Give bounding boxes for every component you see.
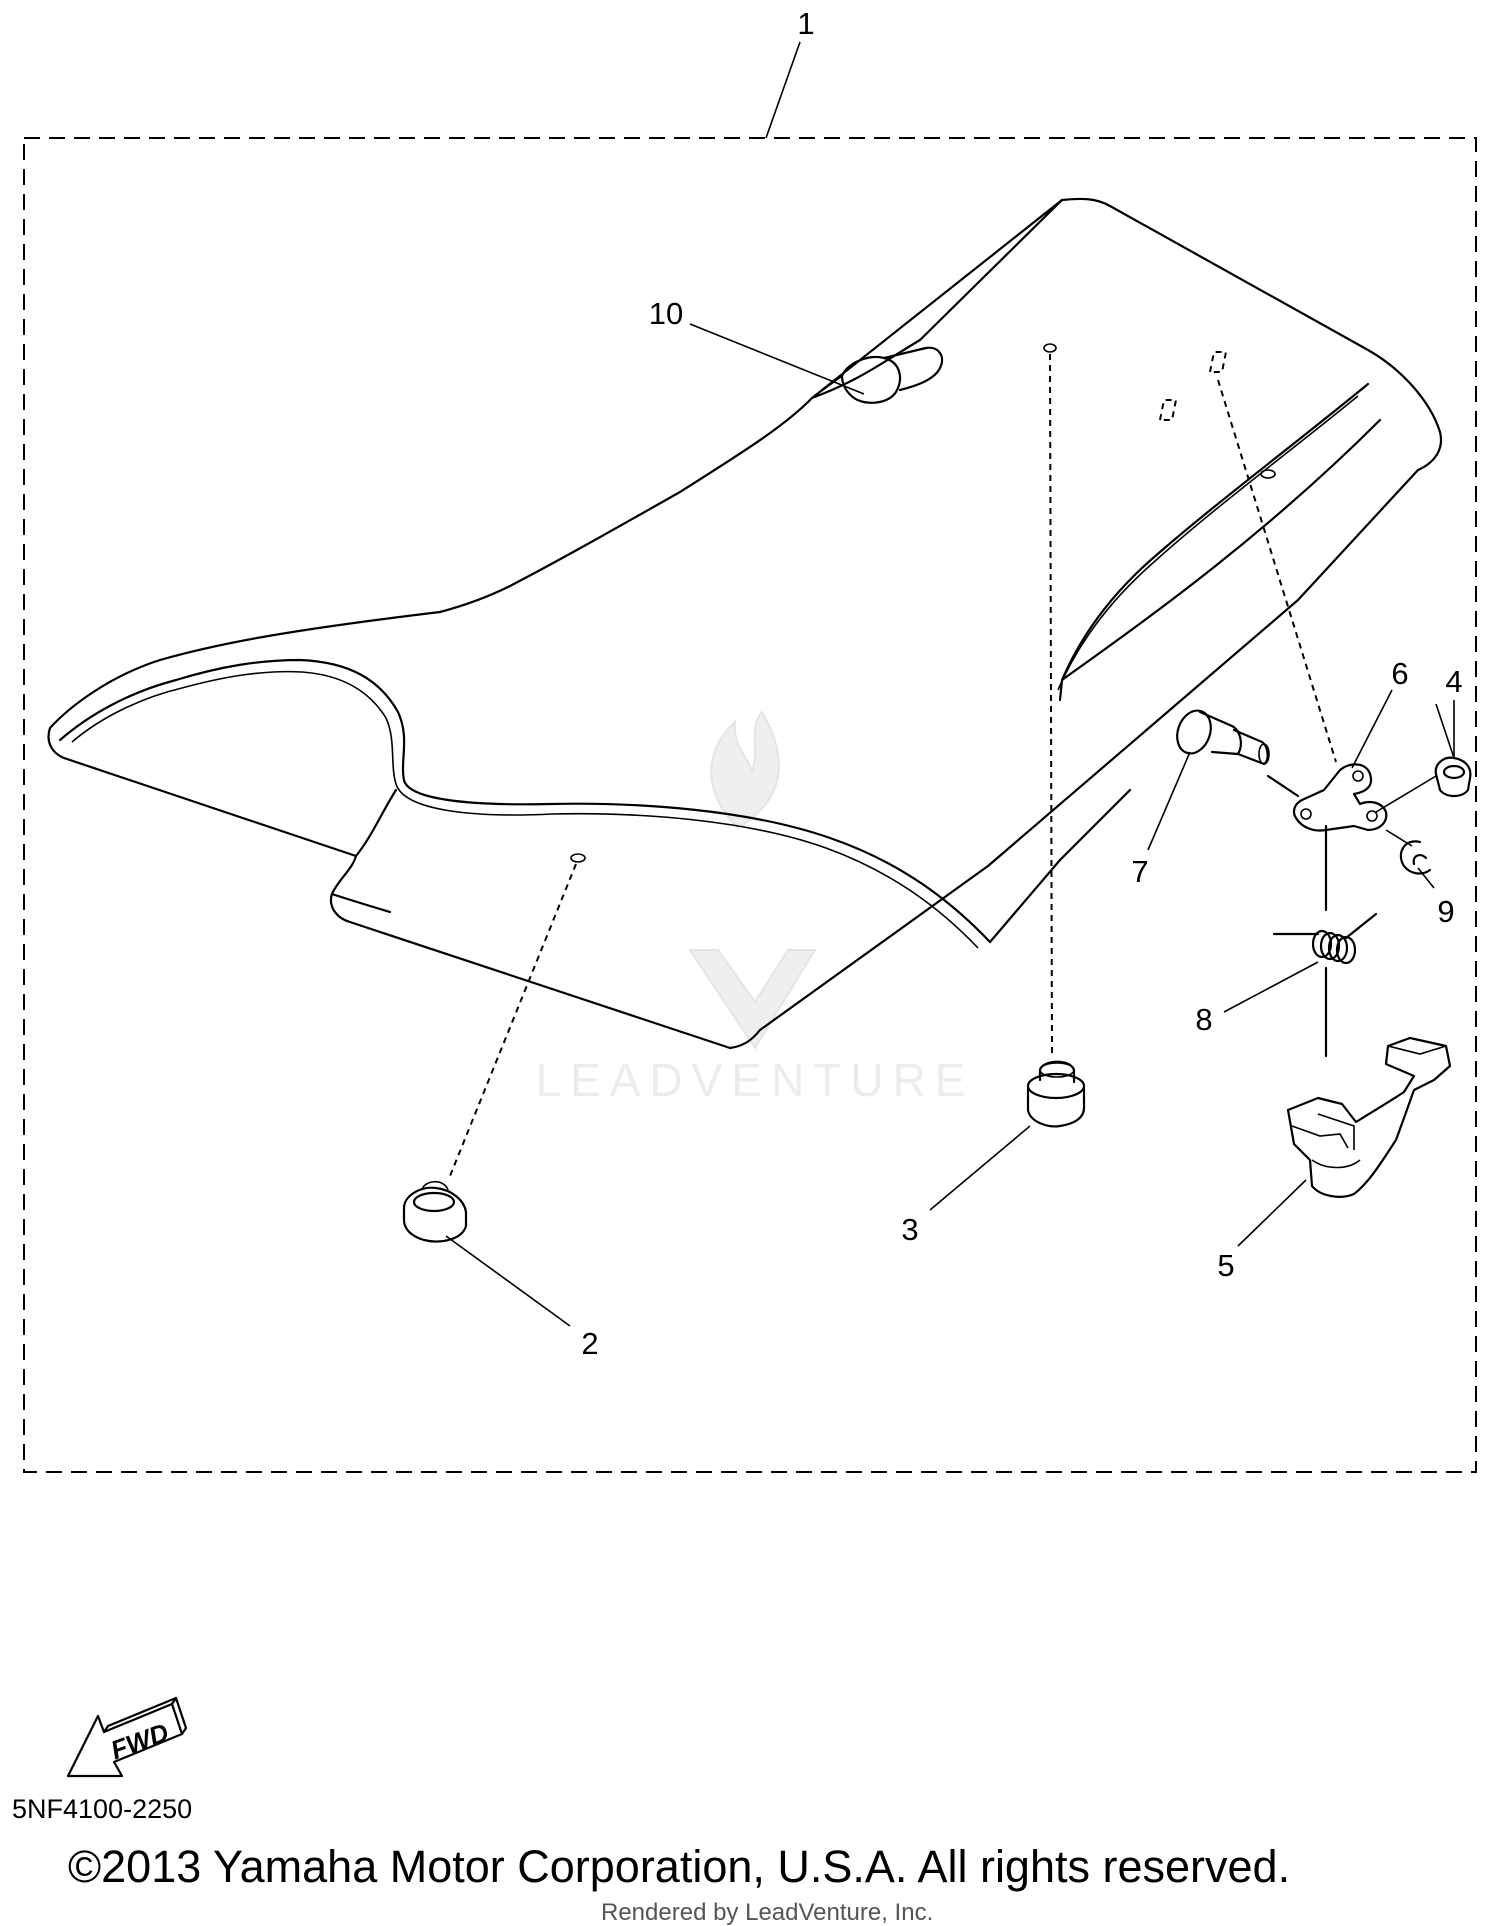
part-9-circlip: [1385, 829, 1432, 875]
fwd-label: FWD: [107, 1717, 173, 1766]
callout-8: 8: [1195, 1002, 1212, 1037]
part-3-damper: [1026, 1060, 1086, 1128]
part-8-spring: [1272, 912, 1378, 965]
callout-4: 4: [1445, 664, 1462, 699]
diagram-code: 5NF4100-2250: [12, 1794, 192, 1824]
leader-7: [1147, 751, 1191, 851]
leader-8: [1223, 961, 1319, 1013]
watermark-text: LEADVENTURE: [536, 1054, 975, 1106]
leadventure-watermark: LEADVENTURE: [536, 710, 975, 1106]
leader-lines: [445, 41, 1455, 1327]
seat: [47, 197, 1443, 1050]
copyright-notice: ©2013 Yamaha Motor Corporation, U.S.A. A…: [68, 1841, 1290, 1892]
leader-6: [1351, 689, 1393, 769]
mount-line-2: [449, 863, 577, 1177]
callout-10: 10: [649, 296, 683, 331]
callout-2: 2: [581, 1326, 598, 1361]
assembly-box: [23, 137, 1477, 1473]
part-2-grommet: [402, 1180, 468, 1243]
rendered-by-note: Rendered by LeadVenture, Inc.: [601, 1899, 933, 1926]
callout-6: 6: [1391, 656, 1408, 691]
leader-1: [765, 41, 801, 139]
mount-line-3: [1049, 353, 1053, 1059]
callout-9: 9: [1437, 894, 1454, 929]
fwd-arrow: FWD: [66, 1696, 188, 1778]
leader-3: [929, 1125, 1031, 1211]
leader-2: [445, 1235, 571, 1327]
leader-5: [1237, 1179, 1307, 1247]
mount-line-7: [1266, 774, 1300, 798]
mount-line-6: [1217, 379, 1337, 763]
leader-9: [1417, 867, 1435, 889]
leader-10: [689, 323, 865, 395]
part-5-lever: [1286, 1036, 1452, 1198]
callout-7: 7: [1131, 854, 1148, 889]
part-4-nut: [1434, 703, 1472, 798]
callout-5: 5: [1217, 1248, 1234, 1283]
callout-1: 1: [797, 6, 814, 41]
part-7-pin: [1176, 709, 1270, 766]
callout-3: 3: [901, 1212, 918, 1247]
part-6-bracket: [1292, 763, 1437, 832]
